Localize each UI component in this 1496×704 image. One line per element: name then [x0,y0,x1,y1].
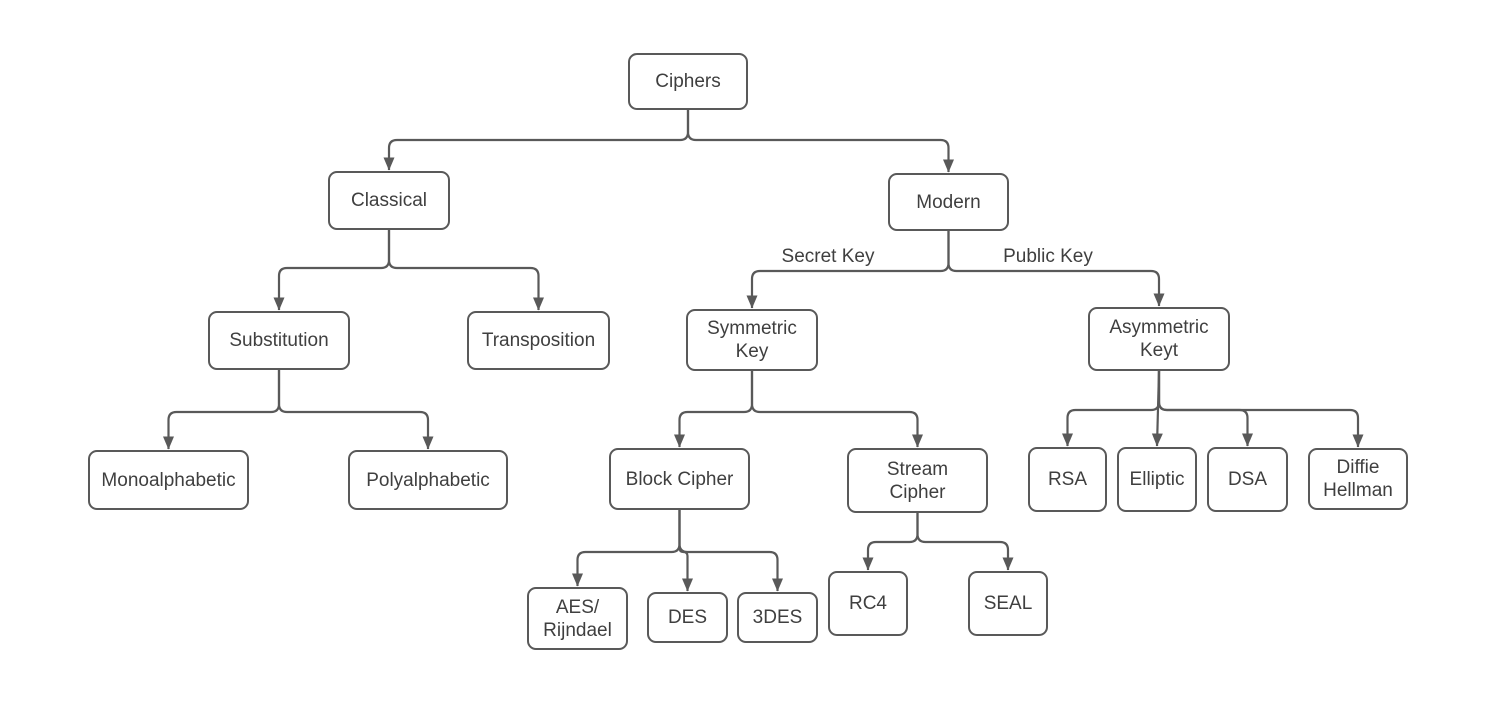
connector-stream_cipher-to-seal [916,513,1014,571]
connector-symmetric_key-to-stream_cipher [750,371,923,448]
node-stream-cipher[interactable]: Stream Cipher [847,448,988,513]
node-modern[interactable]: Modern [888,173,1009,231]
connector-asymmetric_keyt-to-diffie_hellman [1157,371,1364,448]
node-substitution[interactable]: Substitution [208,311,350,370]
connector-ciphers-to-classical [383,110,690,171]
node-block-cipher[interactable]: Block Cipher [609,448,750,510]
connector-asymmetric_keyt-to-dsa [1157,371,1253,447]
node-symmetric-key-label: Symmetric Key [707,318,797,362]
connector-modern-to-symmetric_key [746,231,950,309]
node-ciphers-label: Ciphers [655,71,721,92]
connector-block_cipher-to-aes_rijndael [572,510,681,587]
node-classical-label: Classical [350,190,428,211]
node-3des-label: 3DES [752,607,803,628]
node-diffie-hellman[interactable]: Diffie Hellman [1308,448,1408,510]
node-dsa[interactable]: DSA [1207,447,1288,512]
node-seal-label: SEAL [983,593,1033,614]
connector-modern-to-asymmetric_keyt [947,231,1165,307]
node-stream-cipher-label: Stream Cipher [886,458,949,503]
edge-label-secret-key: Secret Key [781,246,875,267]
node-seal[interactable]: SEAL [968,571,1048,636]
connector-symmetric_key-to-block_cipher [674,371,754,448]
connector-block_cipher-to-triple_des [678,510,783,592]
node-polyalphabetic[interactable]: Polyalphabetic [348,450,508,510]
node-block-cipher-label: Block Cipher [625,468,734,490]
connector-stream_cipher-to-rc4 [862,513,919,571]
connector-asymmetric_keyt-to-rsa [1062,371,1161,447]
node-asymmetric-keyt-label: Asymmetric Keyt [1109,317,1209,361]
node-substitution-label: Substitution [229,330,329,351]
node-rc4-label: RC4 [848,593,887,614]
node-modern-label: Modern [916,191,981,213]
node-des[interactable]: DES [647,592,728,643]
node-aes-rijndael-label: AES/ Rijndael [543,596,612,641]
node-transposition-label: Transposition [481,330,596,351]
node-asymmetric-keyt[interactable]: Asymmetric Keyt [1088,307,1230,371]
node-rsa-label: RSA [1047,469,1088,490]
node-monoalphabetic[interactable]: Monoalphabetic [88,450,249,510]
node-aes-rijndael[interactable]: AES/ Rijndael [527,587,628,650]
connector-classical-to-substitution [273,230,391,311]
node-des-label: DES [667,607,708,628]
node-polyalphabetic-label: Polyalphabetic [366,469,490,491]
node-elliptic[interactable]: Elliptic [1117,447,1197,512]
node-rsa[interactable]: RSA [1028,447,1107,512]
node-elliptic-label: Elliptic [1129,469,1185,490]
node-ciphers[interactable]: Ciphers [628,53,748,110]
node-monoalphabetic-label: Monoalphabetic [101,469,236,491]
connector-ciphers-to-modern [686,110,954,173]
edge-label-public-key: Public Key [1003,246,1093,267]
connector-substitution-to-polyalphabetic [277,370,434,450]
node-transposition[interactable]: Transposition [467,311,610,370]
node-rc4[interactable]: RC4 [828,571,908,636]
connector-substitution-to-monoalphabetic [163,370,281,450]
node-diffie-hellman-label: Diffie Hellman [1323,457,1393,501]
connector-classical-to-transposition [387,230,544,311]
node-classical[interactable]: Classical [328,171,450,230]
node-symmetric-key[interactable]: Symmetric Key [686,309,818,371]
node-3des[interactable]: 3DES [737,592,818,643]
node-dsa-label: DSA [1227,469,1268,490]
